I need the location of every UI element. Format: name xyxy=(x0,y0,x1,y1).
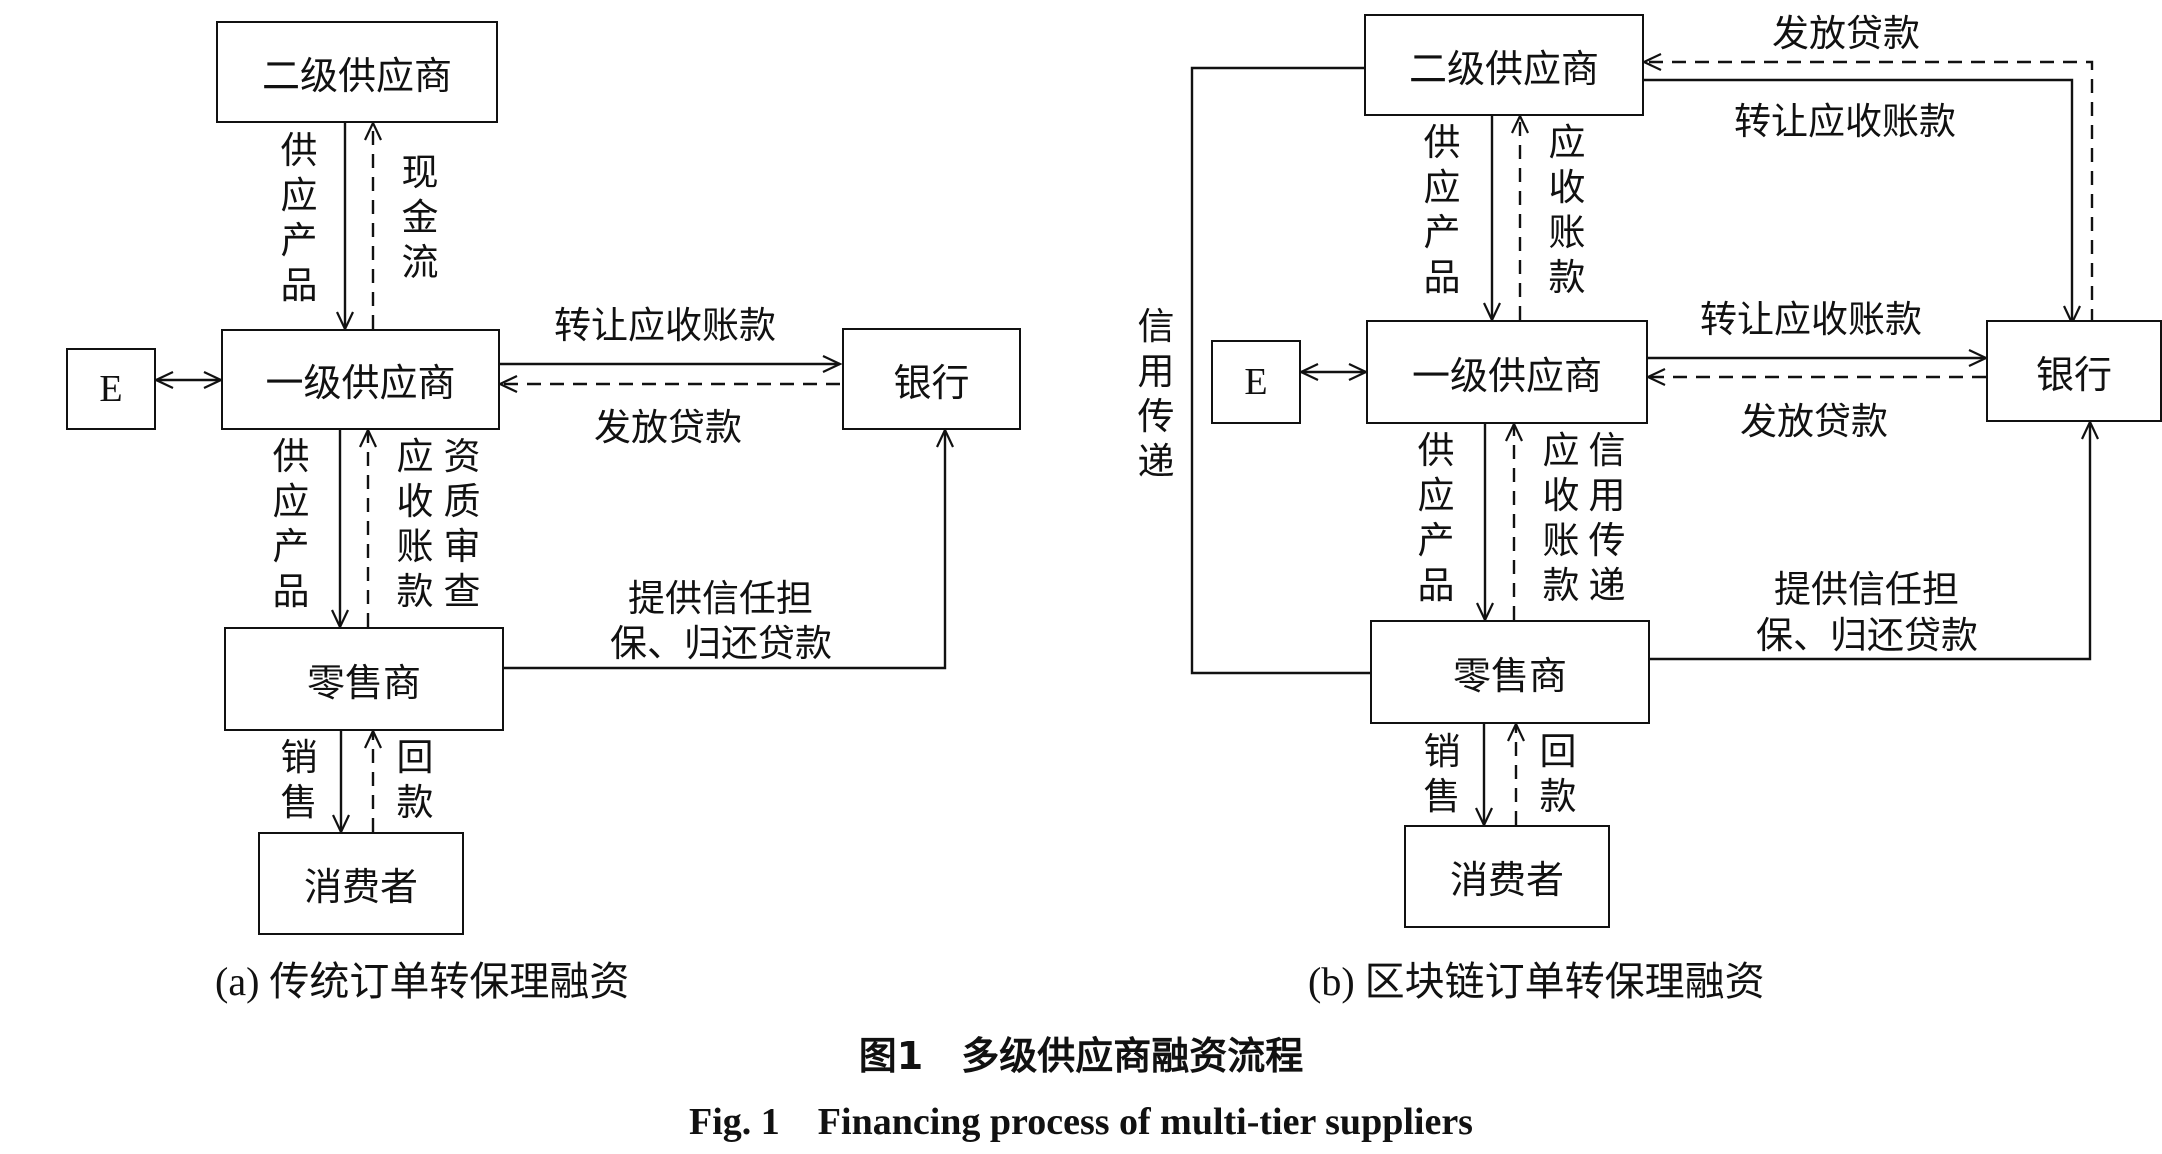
b-label-payment: 回款 xyxy=(1539,730,1577,818)
a-label-issue-loan: 发放贷款 xyxy=(594,406,742,449)
a-node-secondary-supplier: 二级供应商 xyxy=(216,21,498,123)
b-node-consumer: 消费者 xyxy=(1404,825,1610,928)
b-label-supply-products-mid: 供应产品 xyxy=(1417,429,1455,607)
b-node-secondary-supplier: 二级供应商 xyxy=(1364,14,1644,116)
a-label-transfer-receivables: 转让应收账款 xyxy=(554,304,776,347)
b-label-credit-transfer-left: 信用传递 xyxy=(1137,305,1175,483)
a-node-retailer: 零售商 xyxy=(224,627,504,731)
b-node-primary-supplier: 一级供应商 xyxy=(1366,320,1648,424)
b-label-issue-loan-mid: 发放贷款 xyxy=(1740,400,1888,443)
a-node-consumer: 消费者 xyxy=(258,832,464,935)
a-node-primary-supplier: 一级供应商 xyxy=(221,329,500,430)
b-label-guarantee-line1: 提供信任担 xyxy=(1774,568,1959,611)
b-label-credit-transfer-mid: 信用传递 xyxy=(1588,429,1626,607)
b-label-guarantee-line2: 保、归还贷款 xyxy=(1756,614,1978,657)
b-label-supply-products-top: 供应产品 xyxy=(1423,121,1461,299)
b-node-e: E xyxy=(1211,340,1301,424)
a-caption: (a) 传统订单转保理融资 xyxy=(215,959,630,1004)
a-label-cash-flow: 现金流 xyxy=(401,151,439,284)
b-label-transfer-receivables-top: 转让应收账款 xyxy=(1734,100,1956,143)
a-label-supply-products-top: 供应产品 xyxy=(280,129,318,307)
figure-title-en: Fig. 1 Financing process of multi-tier s… xyxy=(689,1101,1473,1143)
b-node-bank: 银行 xyxy=(1986,320,2162,422)
b-label-accounts-receivable-top: 应收账款 xyxy=(1548,121,1586,299)
b-edge-guarantee xyxy=(1650,422,2090,661)
b-label-accounts-receivable-mid: 应收账款 xyxy=(1542,429,1580,607)
a-label-qualification-review: 资质审查 xyxy=(443,435,481,613)
a-label-guarantee-line1: 提供信任担 xyxy=(628,577,813,620)
b-label-issue-loan-top: 发放贷款 xyxy=(1772,12,1920,55)
a-label-sales: 销售 xyxy=(280,736,318,824)
a-label-guarantee-line2: 保、归还贷款 xyxy=(610,622,832,665)
b-edge-credit-left xyxy=(1190,66,1370,675)
a-node-e: E xyxy=(66,348,156,430)
a-node-bank: 银行 xyxy=(842,328,1021,430)
b-node-retailer: 零售商 xyxy=(1370,620,1650,724)
b-label-transfer-receivables-mid: 转让应收账款 xyxy=(1700,298,1922,341)
a-edge-guarantee xyxy=(504,430,945,670)
a-label-supply-products-mid: 供应产品 xyxy=(272,435,310,613)
b-label-sales: 销售 xyxy=(1423,730,1461,818)
a-label-payment: 回款 xyxy=(396,736,434,824)
b-caption: (b) 区块链订单转保理融资 xyxy=(1308,959,1765,1004)
figure-title-cn: 图1 多级供应商融资流程 xyxy=(858,1034,1304,1078)
a-label-accounts-receivable: 应收账款 xyxy=(396,435,434,613)
b-edge-loan-top xyxy=(1644,62,2094,323)
b-edge-transfer-top xyxy=(1644,78,2072,323)
